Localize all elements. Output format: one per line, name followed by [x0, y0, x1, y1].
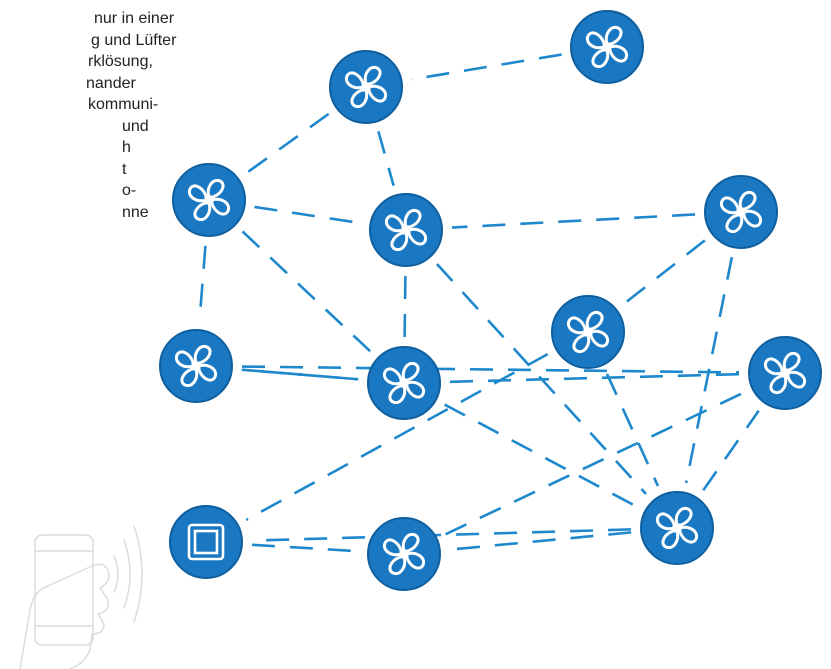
fan-node	[367, 346, 441, 420]
connection-link	[451, 213, 696, 229]
fan-node	[367, 517, 441, 591]
connection-link	[702, 409, 760, 492]
text-line: h	[122, 139, 131, 156]
connection-link	[449, 531, 632, 551]
connection-link	[403, 275, 407, 338]
connection-link	[245, 112, 330, 175]
text-line: rklösung,	[88, 53, 153, 70]
connection-link	[623, 239, 706, 305]
connection-link	[241, 368, 359, 381]
text-line: nne	[122, 203, 149, 221]
fan-icon	[382, 361, 426, 405]
fan-icon	[344, 65, 388, 109]
connection-link	[254, 205, 361, 225]
controller-square-icon	[187, 523, 225, 561]
links-layer	[198, 53, 760, 553]
text-line: kommuni-	[88, 96, 159, 113]
fan-node	[570, 10, 644, 84]
fan-node	[704, 175, 778, 249]
connection-link	[411, 53, 562, 81]
fan-icon	[384, 208, 428, 252]
fan-icon	[719, 190, 763, 234]
controller-node	[169, 505, 243, 579]
fan-node	[159, 329, 233, 403]
text-line: g und Lüfter	[91, 31, 177, 49]
connection-link	[444, 403, 637, 508]
text-line: nander	[86, 74, 136, 92]
connection-link	[444, 391, 745, 536]
connection-link	[251, 528, 632, 542]
connection-link	[241, 230, 372, 353]
nodes-layer	[159, 10, 822, 591]
fan-icon	[382, 532, 426, 576]
fan-icon	[187, 178, 231, 222]
fan-node	[748, 336, 822, 410]
smartphone-hand-icon	[19, 525, 143, 669]
fan-node	[369, 193, 443, 267]
fan-node	[640, 491, 714, 565]
connection-link	[198, 245, 207, 321]
connection-link	[449, 372, 740, 384]
connection-link	[684, 256, 734, 484]
text-line: nur in einer	[94, 10, 175, 27]
fan-icon	[655, 506, 699, 550]
fan-icon	[174, 344, 218, 388]
description-text: nur in einer g und Lüfter rklösung, nand…	[0, 8, 177, 223]
fan-node	[551, 295, 625, 369]
fan-icon	[566, 310, 610, 354]
text-line: t	[122, 160, 127, 178]
text-line: o-	[122, 182, 137, 199]
connection-link	[377, 130, 395, 187]
connection-link	[241, 365, 740, 374]
text-line: und	[122, 117, 149, 135]
connection-link	[605, 373, 660, 487]
connection-link	[251, 543, 359, 553]
fan-node	[172, 163, 246, 237]
fan-icon	[585, 25, 629, 69]
fan-icon	[763, 351, 807, 395]
fan-node	[329, 50, 403, 124]
